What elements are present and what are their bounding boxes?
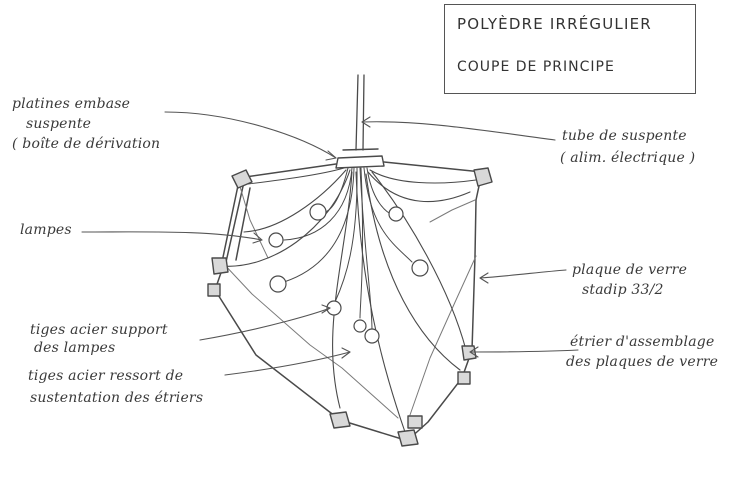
glass-brackets	[207, 167, 493, 447]
label-tiges-support-2: des lampes	[34, 340, 116, 356]
label-tiges-support-1: tiges acier support	[30, 322, 168, 338]
label-tiges-ressort-2: sustentation des étriers	[30, 390, 204, 406]
spring-steel-rods	[221, 167, 477, 433]
leader-arrowheads	[252, 116, 489, 359]
label-plaque-1: plaque de verre	[572, 262, 688, 278]
label-tiges-ressort-1: tiges acier ressort de	[28, 368, 184, 384]
label-tube-2: ( alim. électrique )	[560, 150, 696, 166]
annotation-leaders	[81, 111, 579, 376]
label-etrier-2: des plaques de verre	[566, 354, 719, 370]
title-line-2: COUPE DE PRINCIPE	[457, 59, 615, 75]
top-plate	[335, 148, 385, 169]
label-platines-3: ( boîte de dérivation	[12, 136, 161, 152]
label-etrier-1: étrier d'assemblage	[570, 334, 715, 350]
title-line-1: POLYÈDRE IRRÉGULIER	[457, 15, 652, 33]
label-platines-2: suspente	[26, 116, 92, 132]
title-box: POLYÈDRE IRRÉGULIER COUPE DE PRINCIPE	[444, 4, 696, 94]
glass-panel-seams	[221, 179, 477, 419]
label-tube-1: tube de suspente	[562, 128, 687, 144]
label-lampes: lampes	[20, 222, 72, 238]
label-platines-1: platines embase	[12, 96, 131, 112]
suspension-tube	[355, 74, 365, 151]
label-plaque-2: stadip 33/2	[582, 282, 664, 298]
lamp-bulbs	[268, 203, 429, 344]
